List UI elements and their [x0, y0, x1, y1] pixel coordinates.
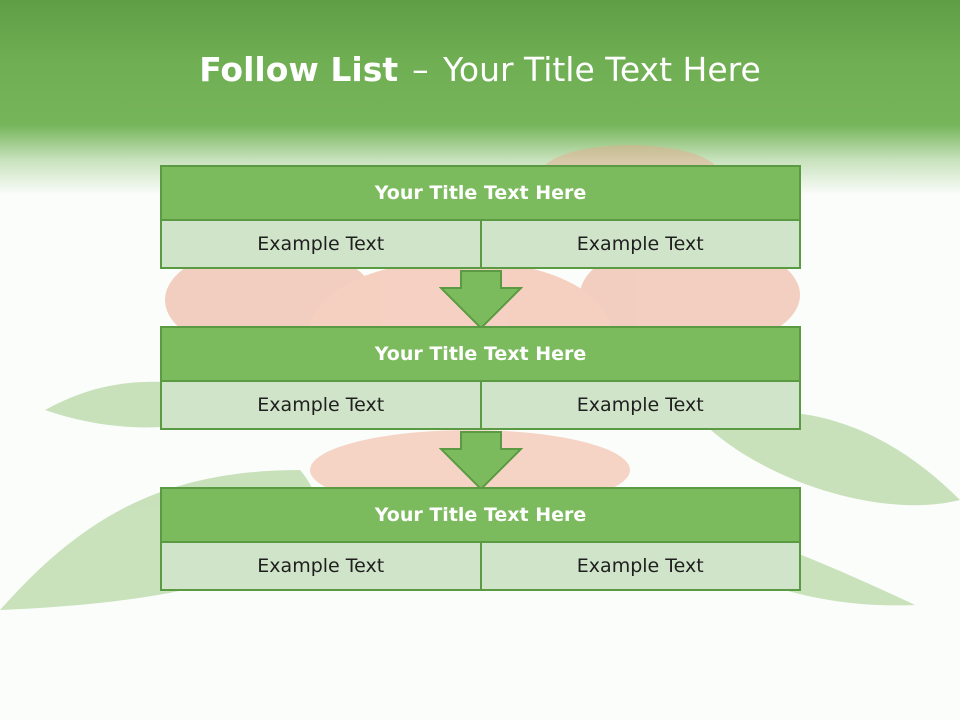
step-cell-right: Example Text [479, 541, 801, 591]
step-cell-right: Example Text [479, 380, 801, 430]
down-arrow-icon [439, 431, 523, 491]
step-body-row: Example Text Example Text [160, 541, 801, 591]
title-dash: – [412, 50, 429, 89]
title-bold-text: Follow List [199, 50, 399, 89]
down-arrow-icon [439, 270, 523, 330]
step-box-2: Your Title Text Here Example Text Exampl… [160, 326, 801, 430]
step-title: Your Title Text Here [160, 165, 801, 221]
step-body-row: Example Text Example Text [160, 219, 801, 269]
step-cell-left: Example Text [160, 219, 482, 269]
step-box-3: Your Title Text Here Example Text Exampl… [160, 487, 801, 591]
step-title: Your Title Text Here [160, 326, 801, 382]
step-cell-left: Example Text [160, 380, 482, 430]
slide-title: Follow List– Your Title Text Here [0, 50, 960, 89]
title-banner [0, 0, 960, 195]
title-rest-text: Your Title Text Here [443, 50, 761, 89]
step-title: Your Title Text Here [160, 487, 801, 543]
step-box-1: Your Title Text Here Example Text Exampl… [160, 165, 801, 269]
step-body-row: Example Text Example Text [160, 380, 801, 430]
step-cell-right: Example Text [479, 219, 801, 269]
step-cell-left: Example Text [160, 541, 482, 591]
leaf-shape [700, 411, 960, 506]
